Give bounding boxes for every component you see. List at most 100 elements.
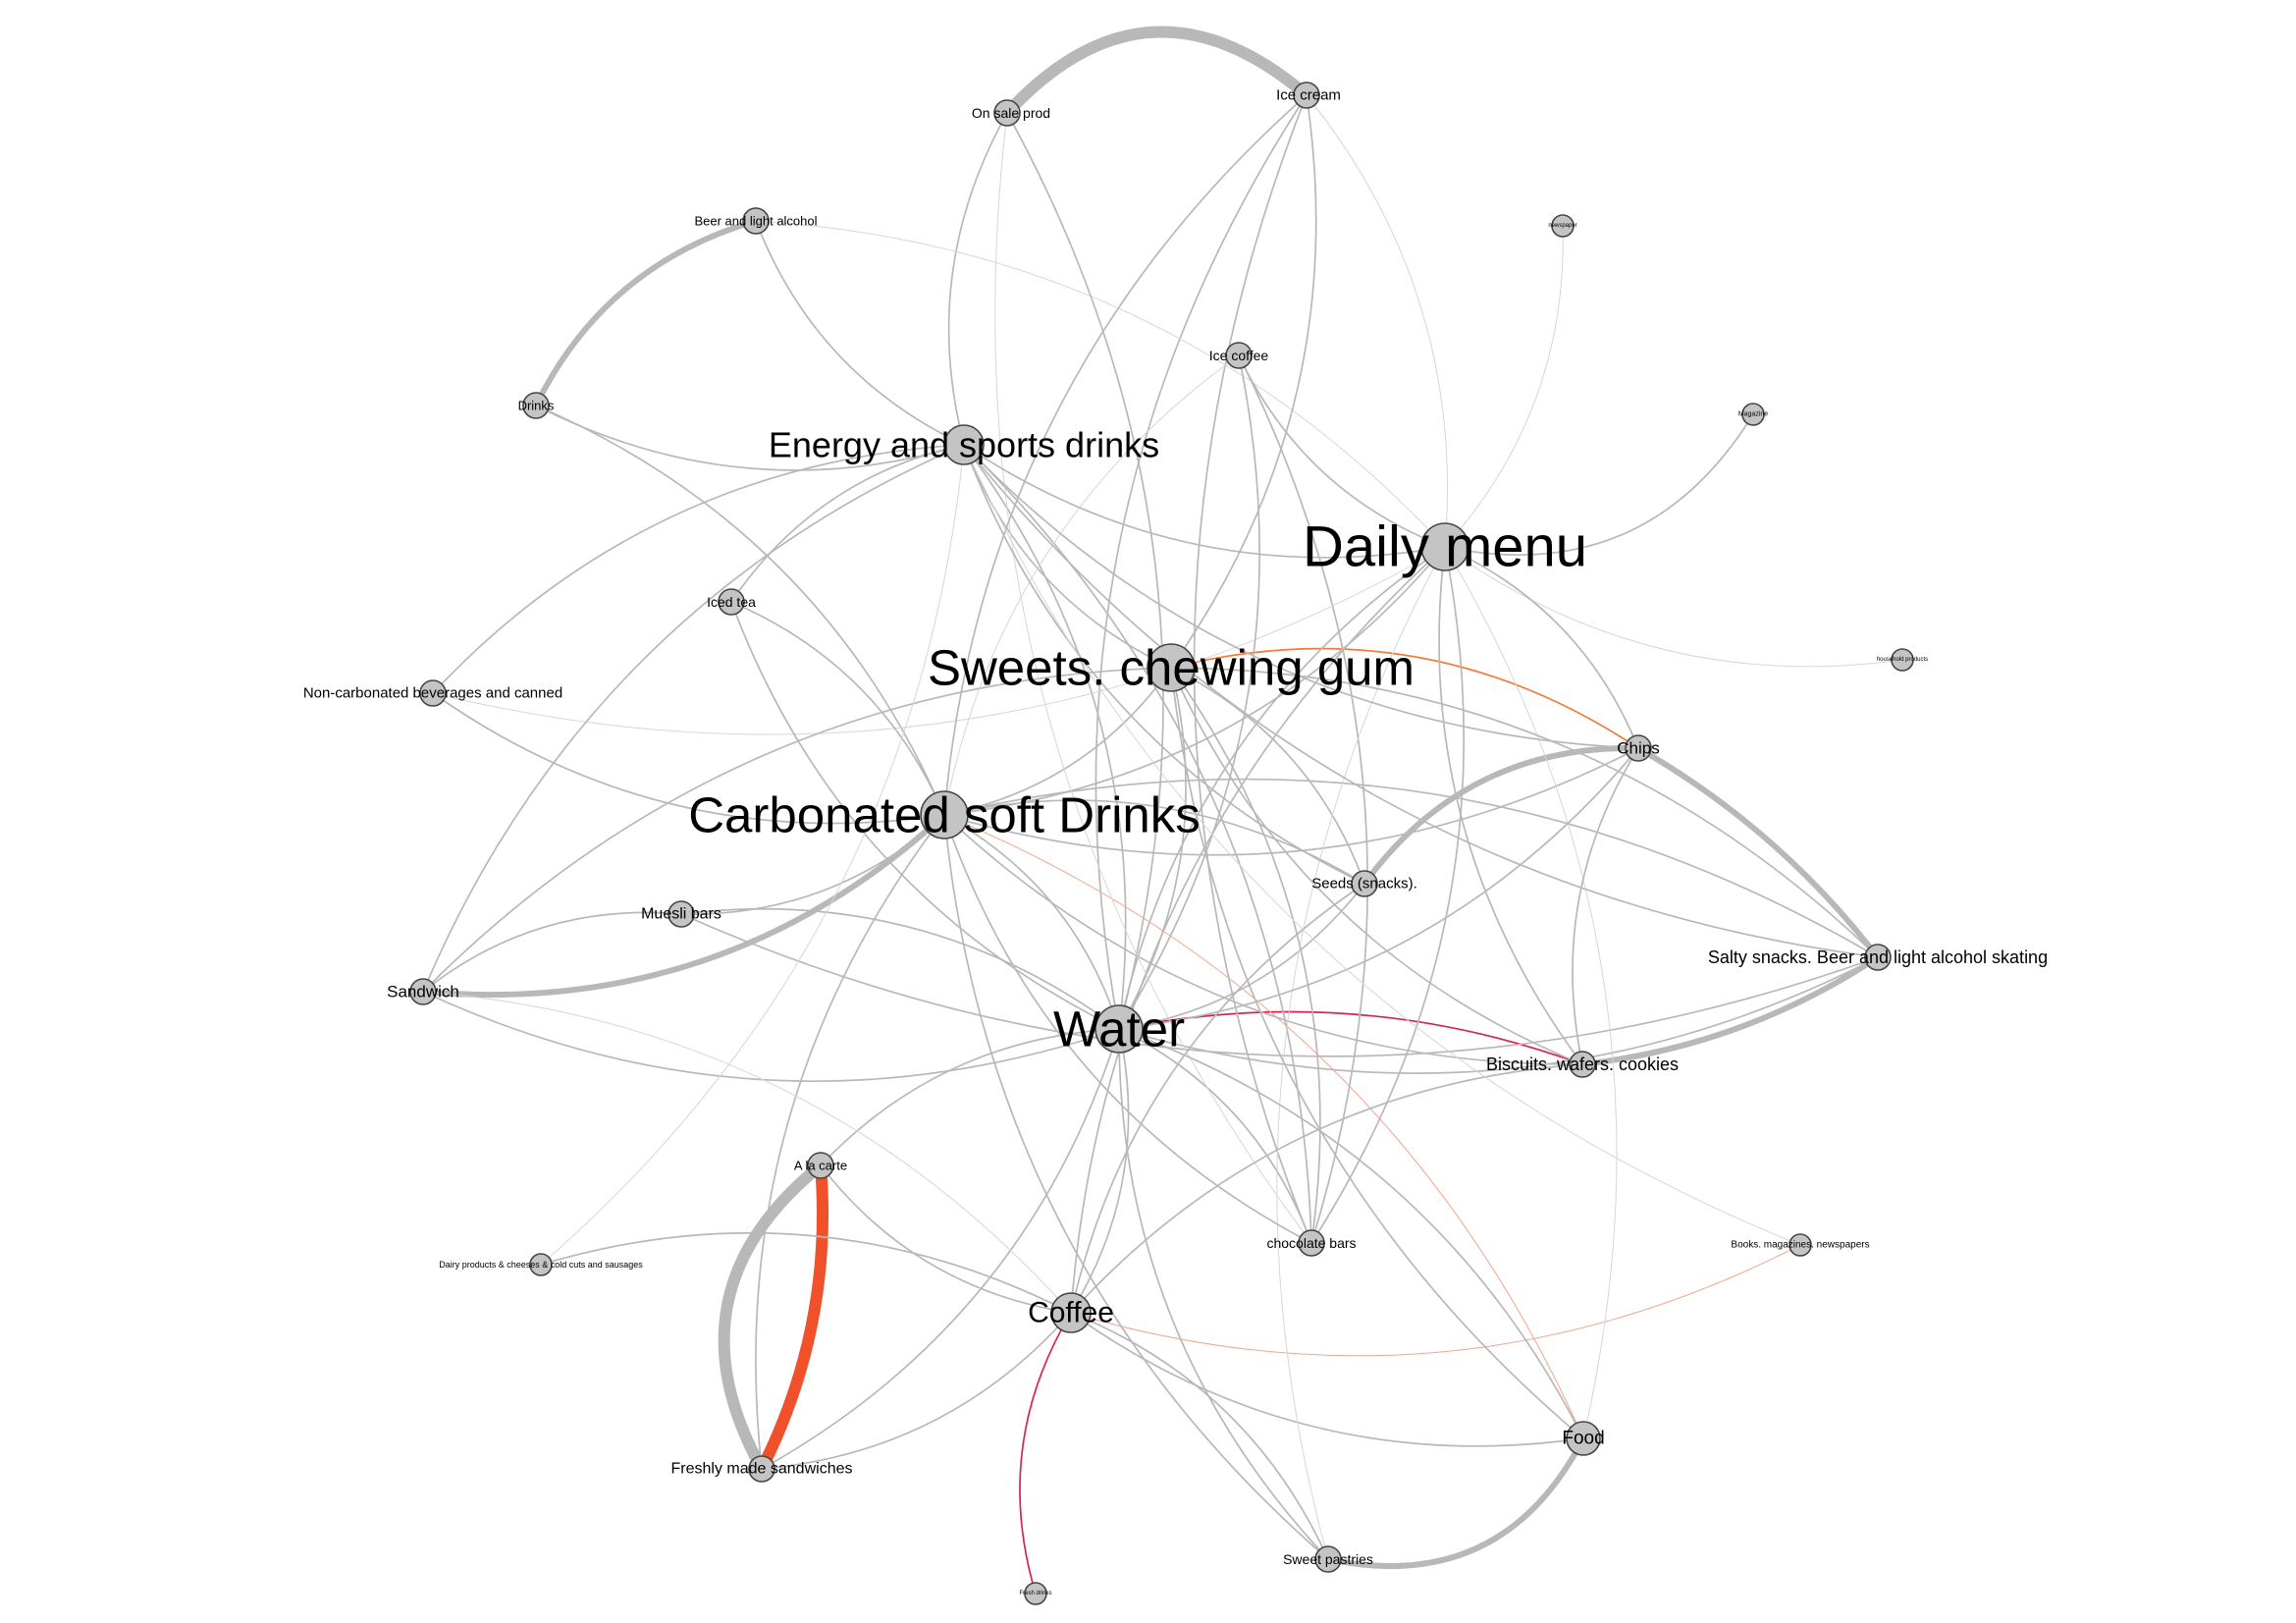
node-label-newspaper: newspaper (1548, 223, 1576, 229)
edge-food-sweets-chewing-gum (1170, 667, 1584, 1439)
edge-drinks-carbonated-soft-drinks (535, 405, 945, 816)
edge-water-sweet-pastries (1118, 1028, 1329, 1560)
edge-salty-snacks-biscuits (1579, 954, 1881, 1067)
node-label-books-magazines: Books. magazines. newspapers (1731, 1240, 1869, 1251)
edge-water-seeds-snacks (1118, 883, 1365, 1030)
node-label-dairy-products: Dairy products & cheeses & cold cuts and… (439, 1260, 643, 1270)
edge-daily-menu-water (1118, 546, 1446, 1030)
edge-ice-coffee-daily-menu (1238, 354, 1446, 548)
edge-ice-cream-sweets-chewing-gum (1170, 94, 1317, 669)
node-label-food: Food (1562, 1429, 1604, 1449)
node-label-chocolate-bars: chocolate bars (1266, 1235, 1356, 1251)
edge-carbonated-soft-drinks-sandwich (420, 812, 947, 999)
edge-carbonated-soft-drinks-salty-snacks (943, 778, 1879, 958)
edge-on-sale-prod-ice-cream (1001, 26, 1312, 119)
node-sandwich[interactable] (409, 978, 437, 1005)
edge-chips-biscuits (1572, 747, 1639, 1065)
edge-books-magazines-energy-sports-drinks (963, 444, 1801, 1246)
node-iced-tea[interactable] (718, 588, 745, 616)
edge-carbonated-soft-drinks-chips (943, 747, 1639, 856)
edge-ice-coffee-water (1118, 354, 1260, 1030)
edge-dairy-products-energy-sports-drinks (540, 444, 965, 1266)
node-coffee[interactable] (1050, 1292, 1092, 1333)
node-sweet-pastries[interactable] (1314, 1545, 1342, 1573)
edge-seeds-snacks-chips (1362, 744, 1641, 887)
edge-muesli-bars-water (680, 907, 1120, 1030)
node-household-products[interactable] (1891, 648, 1914, 672)
edge-energy-sports-drinks-daily-menu (963, 444, 1446, 559)
node-label-drinks: Drinks (518, 399, 555, 413)
node-label-water: Water (1053, 1001, 1185, 1057)
node-label-energy-sports-drinks: Energy and sports drinks (769, 425, 1159, 465)
edge-chips-water (1118, 747, 1639, 1030)
edge-iced-tea-carbonated-soft-drinks (730, 601, 945, 816)
node-freshly-made-sandwiches[interactable] (748, 1455, 775, 1483)
edge-non-carbonated-carbonated-soft-drinks (432, 692, 945, 825)
node-ice-cream[interactable] (1293, 81, 1320, 109)
node-a-la-carte[interactable] (807, 1152, 834, 1179)
edge-water-coffee (1070, 1028, 1130, 1314)
edge-iced-tea-water (730, 601, 1120, 1030)
node-label-carbonated-soft-drinks: Carbonated soft Drinks (688, 787, 1201, 843)
node-books-magazines[interactable] (1789, 1233, 1812, 1257)
node-newspaper[interactable] (1551, 214, 1575, 238)
edge-a-la-carte-freshly-made-sandwiches (756, 1160, 829, 1475)
node-energy-sports-drinks[interactable] (943, 424, 985, 465)
node-beer-light-alcohol[interactable] (742, 207, 770, 235)
node-daily-menu[interactable] (1420, 522, 1469, 571)
edge-water-chocolate-bars (1118, 1028, 1312, 1244)
edge-sweets-chewing-gum-biscuits (1170, 667, 1583, 1065)
edge-ice-coffee-carbonated-soft-drinks (943, 354, 1240, 816)
node-seeds-snacks[interactable] (1351, 870, 1378, 897)
edge-newspaper-daily-menu (1444, 225, 1564, 548)
edge-beer-light-alcohol-daily-menu (755, 220, 1446, 548)
edge-ice-cream-carbonated-soft-drinks (943, 94, 1308, 816)
edge-water-salty-snacks (1118, 956, 1879, 1074)
edge-beer-light-alcohol-energy-sports-drinks (755, 220, 965, 446)
edge-daily-menu-sweet-pastries (1276, 546, 1446, 1560)
node-label-sweet-pastries: Sweet pastries (1283, 1551, 1373, 1567)
node-label-sweets-chewing-gum: Sweets. chewing gum (928, 640, 1415, 696)
edge-sweets-chewing-gum-seeds-snacks (1170, 667, 1365, 885)
edge-on-sale-prod-chocolate-bars (994, 112, 1312, 1244)
edge-coffee-fresh-drinks (1019, 1312, 1072, 1595)
node-muesli-bars[interactable] (667, 900, 695, 928)
node-label-ice-cream: Ice cream (1276, 87, 1341, 104)
node-dairy-products[interactable] (529, 1253, 553, 1276)
node-carbonated-soft-drinks[interactable] (920, 790, 969, 839)
node-label-fresh-drinks: Fresh drinks (1019, 1591, 1051, 1596)
edge-sandwich-energy-sports-drinks (422, 444, 965, 993)
edge-on-sale-prod-energy-sports-drinks (947, 112, 1008, 446)
edge-carbonated-soft-drinks-food (943, 814, 1584, 1439)
edge-non-carbonated-daily-menu (432, 546, 1446, 735)
node-biscuits[interactable] (1569, 1051, 1596, 1078)
node-salty-snacks[interactable] (1864, 944, 1892, 971)
node-label-salty-snacks: Salty snacks. Beer and light alcohol ska… (1708, 947, 2048, 967)
node-chocolate-bars[interactable] (1298, 1229, 1325, 1257)
node-food[interactable] (1566, 1421, 1601, 1456)
node-magazine[interactable] (1741, 403, 1765, 426)
edge-sweet-pastries-carbonated-soft-drinks (943, 814, 1329, 1560)
node-label-beer-light-alcohol: Beer and light alcohol (694, 214, 817, 229)
node-ice-coffee[interactable] (1225, 342, 1253, 369)
node-on-sale-prod[interactable] (993, 99, 1021, 127)
node-non-carbonated[interactable] (419, 679, 447, 707)
edge-sweets-chewing-gum-chips (1170, 647, 1639, 749)
node-label-household-products: household products (1877, 657, 1928, 663)
edge-muesli-bars-carbonated-soft-drinks (680, 814, 945, 915)
node-sweets-chewing-gum[interactable] (1147, 643, 1196, 692)
node-chips[interactable] (1625, 734, 1652, 762)
node-water[interactable] (1095, 1004, 1144, 1054)
edge-ice-cream-daily-menu (1306, 94, 1448, 548)
node-label-on-sale-prod: On sale prod (972, 105, 1050, 121)
node-drinks[interactable] (522, 392, 550, 419)
edge-daily-menu-magazine (1444, 413, 1754, 557)
node-label-magazine: Magazine (1738, 411, 1768, 418)
edge-daily-menu-chocolate-bars (1310, 546, 1466, 1244)
node-fresh-drinks[interactable] (1024, 1582, 1047, 1605)
edge-carbonated-soft-drinks-biscuits (943, 814, 1583, 1065)
node-label-daily-menu: Daily menu (1303, 515, 1587, 579)
edge-coffee-books-magazines (1070, 1244, 1801, 1357)
